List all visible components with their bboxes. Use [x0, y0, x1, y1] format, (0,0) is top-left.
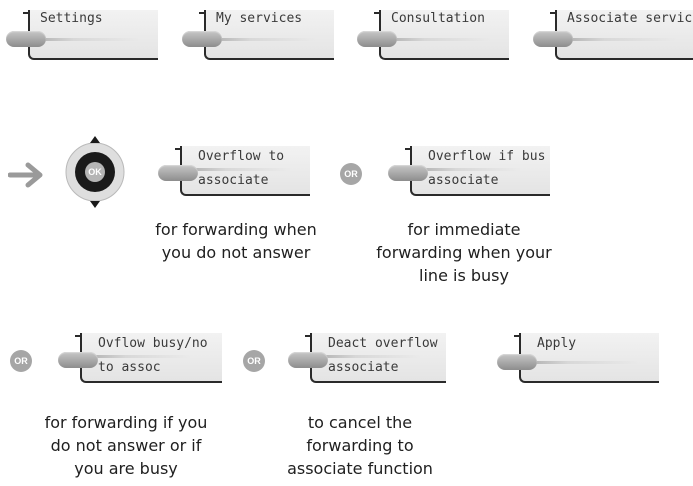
deact-overflow-line2: associate [328, 360, 399, 375]
overflow-if-busy-line2: associate [428, 173, 499, 188]
overflow-busy-no-line1: Ovflow busy/no [98, 336, 208, 351]
or-badge: OR [243, 350, 265, 372]
my-services-label: My services [216, 11, 303, 26]
overflow-to-line1: Overflow to [198, 149, 285, 164]
ok-label: OK [88, 167, 102, 177]
caption-no-answer: for forwarding when you do not answer [155, 220, 317, 262]
overflow-if-busy-line1: Overflow if bus [428, 149, 546, 164]
deact-overflow-line1: Deact overflow [328, 336, 438, 351]
settings-label: Settings [40, 11, 103, 26]
apply-key[interactable]: Apply [497, 333, 659, 385]
consultation-label: Consultation [391, 11, 485, 26]
apply-label: Apply [537, 336, 577, 351]
or-badge: OR [10, 350, 32, 372]
navigator-pad[interactable]: OK [63, 134, 127, 210]
or-badge: OR [340, 163, 362, 185]
overflow-busy-no-line2: to assoc [98, 360, 161, 375]
caption-cancel: to cancel the forwarding to associate fu… [287, 413, 433, 478]
overflow-if-busy-key[interactable]: Overflow if bus associate [388, 146, 550, 198]
associate-services-key[interactable]: Associate servic [533, 10, 693, 62]
overflow-to-associate-key[interactable]: Overflow to associate [158, 146, 310, 198]
overflow-to-line2: associate [198, 173, 269, 188]
caption-no-answer-or-busy: for forwarding if you do not answer or i… [44, 413, 208, 478]
associate-services-label: Associate servic [567, 11, 693, 26]
ok-button[interactable]: OK [75, 152, 115, 192]
arrow-right-icon [8, 162, 43, 188]
my-services-key[interactable]: My services [182, 10, 334, 62]
consultation-key[interactable]: Consultation [357, 10, 509, 62]
settings-key[interactable]: Settings [6, 10, 158, 62]
overflow-busy-no-answer-key[interactable]: Ovflow busy/no to assoc [58, 333, 222, 385]
caption-busy: for immediate forwarding when your line … [376, 220, 552, 285]
deactivate-overflow-key[interactable]: Deact overflow associate [288, 333, 448, 385]
